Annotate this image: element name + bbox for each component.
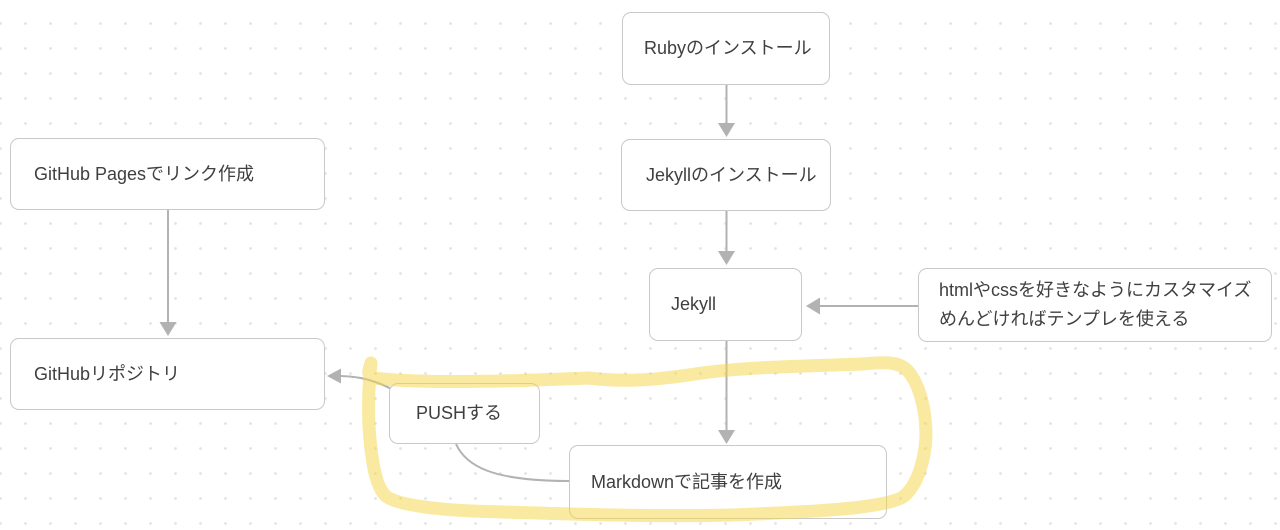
node-push[interactable]: PUSHする [389,383,540,444]
arrowhead-note-to-jekyll [806,297,820,315]
node-label: Markdownで記事を作成 [591,471,783,492]
node-github-repo[interactable]: GitHubリポジトリ [10,338,325,410]
node-markdown[interactable]: Markdownで記事を作成 [569,445,887,519]
node-label: GitHubリポジトリ [34,363,181,384]
connector-push-to-markdown[interactable] [455,443,570,482]
arrowhead-jekyll-install-to-jekyll [718,251,735,265]
node-jekyll-install[interactable]: Jekyllのインストール [621,139,831,211]
arrowhead-push-to-repo [327,368,341,384]
node-label: PUSHする [416,403,503,423]
node-github-pages[interactable]: GitHub Pagesでリンク作成 [10,138,325,210]
node-label: Rubyのインストール [644,38,812,58]
arrowhead-ruby-to-jekyll-install [718,123,735,137]
node-label: Jekyllのインストール [646,164,817,185]
arrowhead-jekyll-to-markdown [718,430,735,444]
node-jekyll[interactable]: Jekyll [649,268,802,341]
node-label-line1: htmlやcssを好きなようにカスタマイズ [939,280,1252,300]
arrowhead-pages-to-repo [159,322,177,336]
node-label: Jekyll [671,294,717,314]
node-customize-note[interactable]: htmlやcssを好きなようにカスタマイズ めんどければテンプレを使える [918,268,1272,342]
node-label: GitHub Pagesでリンク作成 [34,163,255,184]
node-ruby-install[interactable]: Rubyのインストール [622,12,830,85]
node-label-line2: めんどければテンプレを使える [939,309,1190,329]
